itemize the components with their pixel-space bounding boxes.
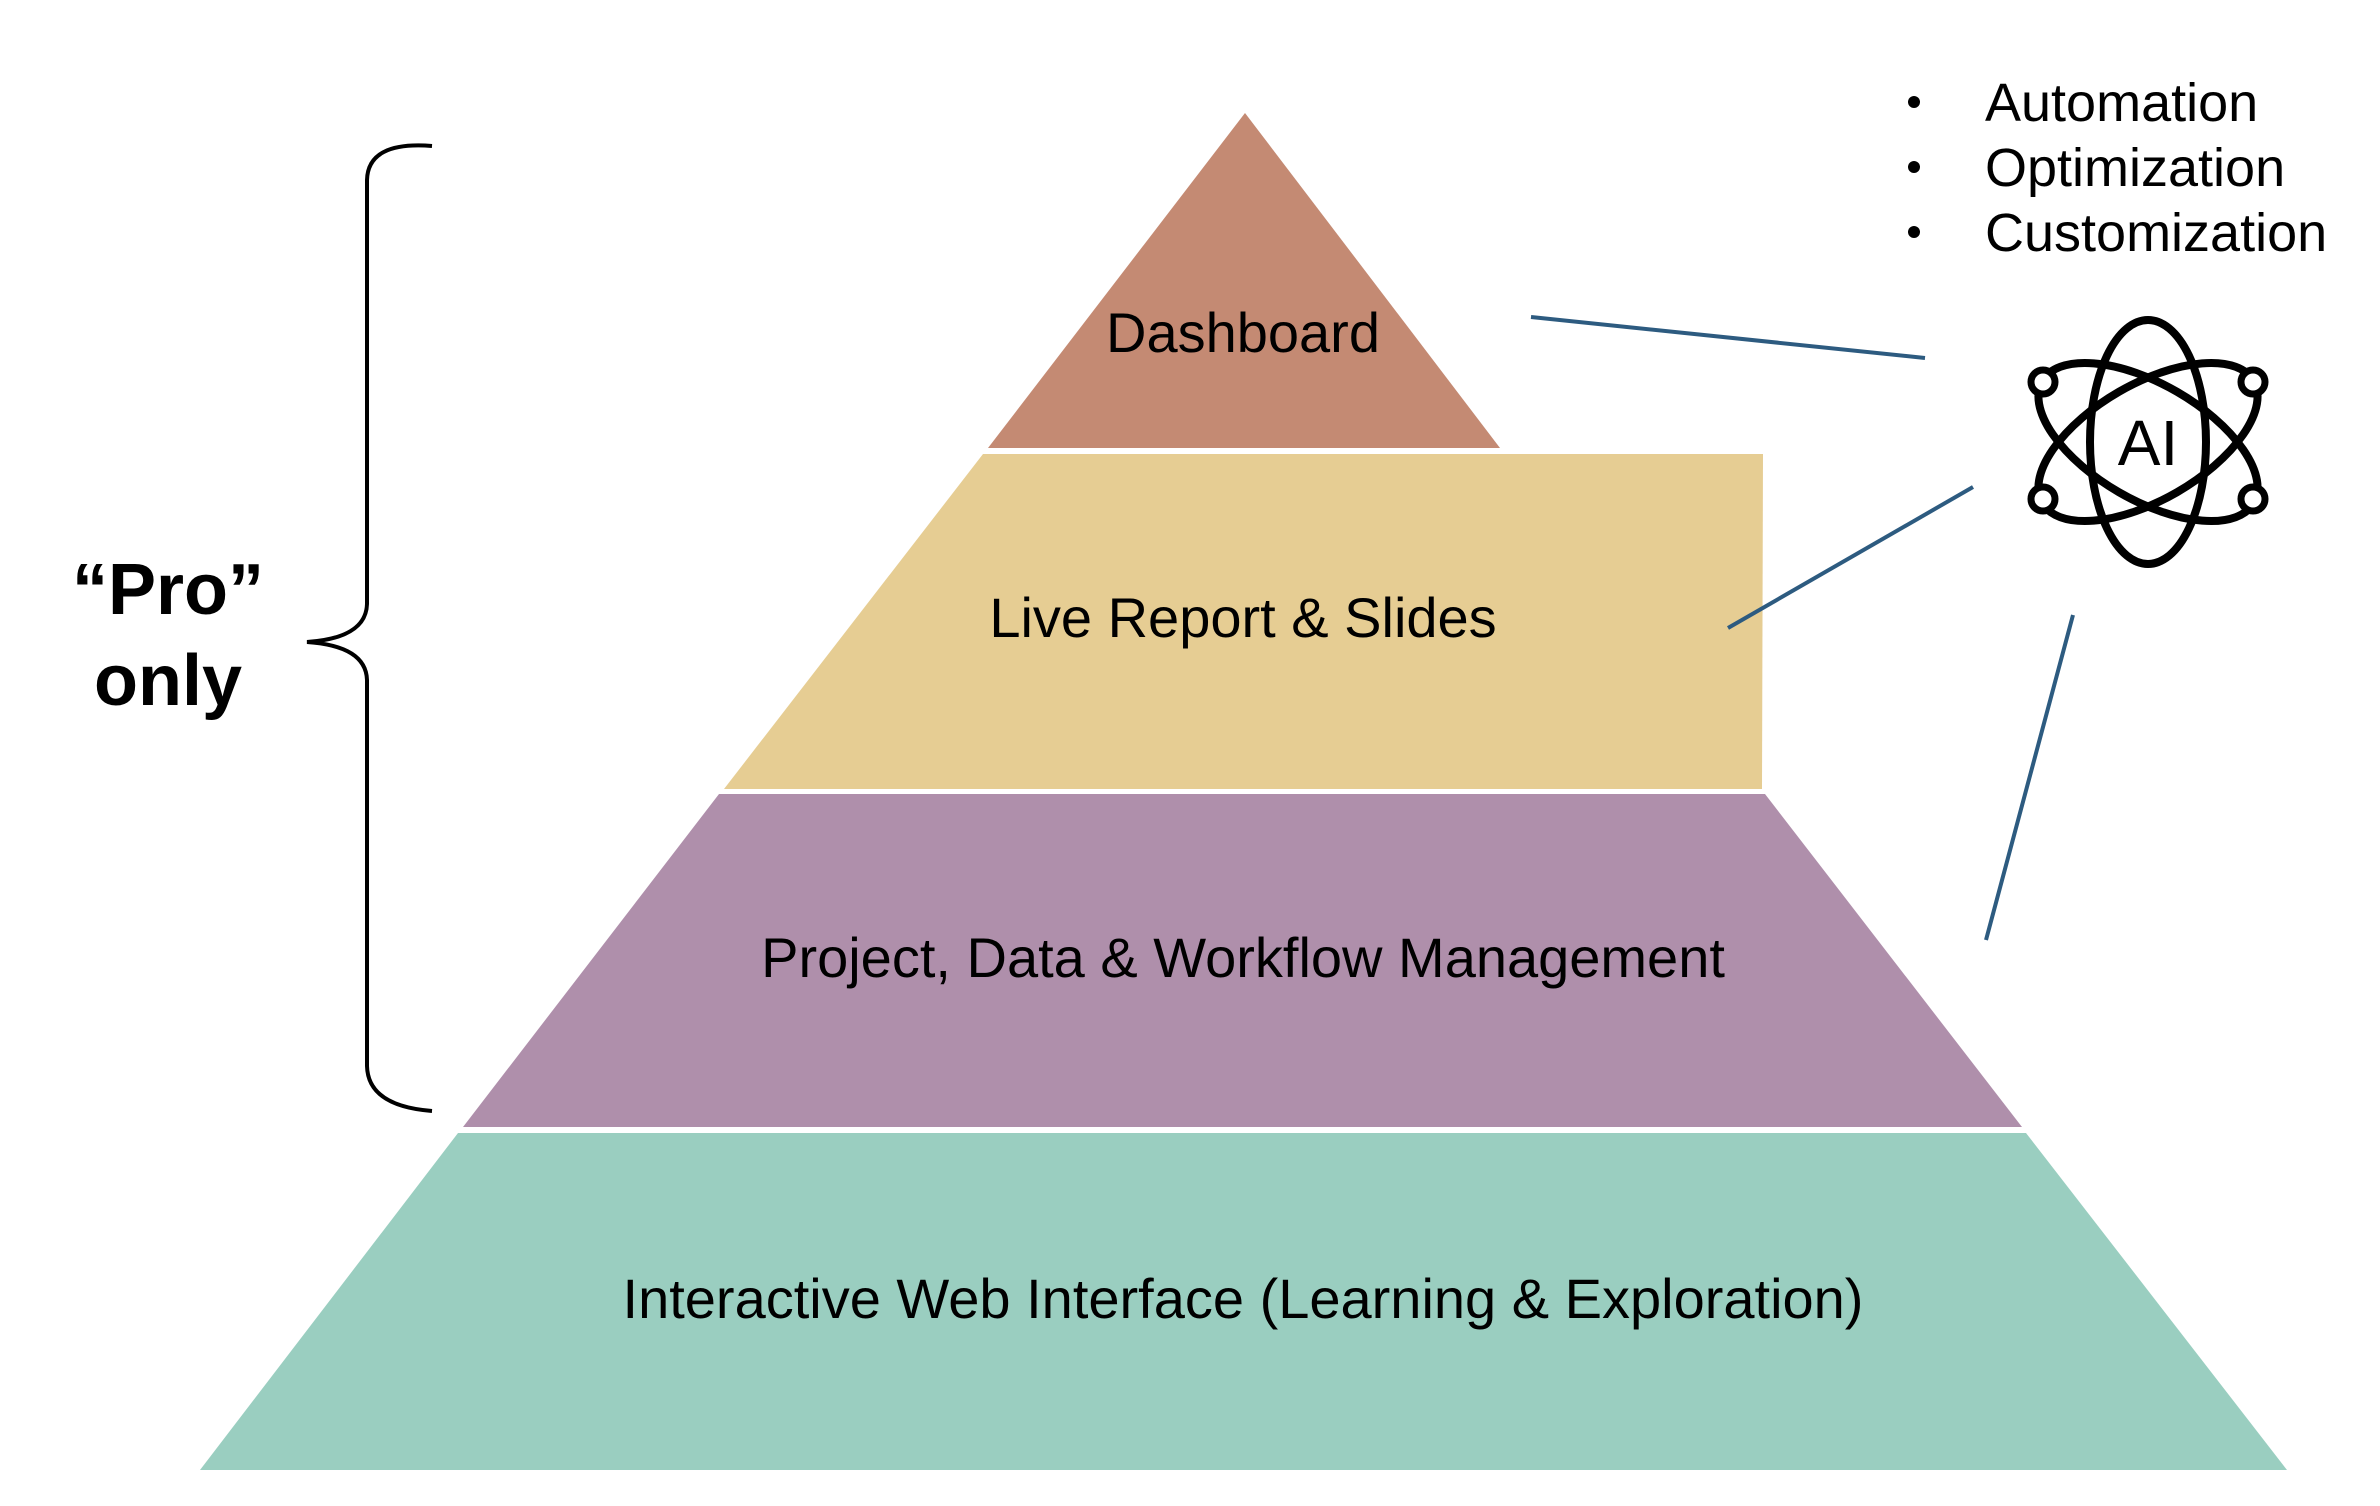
pyramid-layer-project-management [463,794,2022,1127]
pyramid: Dashboard Live Report & Slides Project, … [200,113,2287,1470]
pyramid-layer-dashboard [988,113,1500,448]
layer-label-dashboard: Dashboard [1106,301,1380,364]
bullet-dot [1908,161,1920,173]
pro-label-line2: only [94,641,242,721]
ai-icon-label: AI [2118,407,2178,479]
connector-dashboard [1530,315,1926,360]
bullet-optimization: Optimization [1985,138,2285,198]
bullet-automation: Automation [1985,73,2258,133]
pro-only-bracket: “Pro” only [72,143,433,1113]
ai-atom-icon: AI [2027,316,2269,568]
bullet-dot [1908,226,1920,238]
curly-brace-icon [306,143,433,1113]
connector-project-management [1984,614,2075,941]
layer-label-live-report: Live Report & Slides [989,586,1496,649]
ai-capabilities-list: Automation Optimization Customization [1908,73,2327,263]
ai-connectors [1530,315,2075,941]
bullet-dot [1908,96,1920,108]
pyramid-layer-live-report [724,454,1763,789]
layer-label-web-interface: Interactive Web Interface (Learning & Ex… [623,1267,1864,1330]
layer-label-project-management: Project, Data & Workflow Management [761,926,1725,989]
bullet-customization: Customization [1985,203,2327,263]
pro-label-line1: “Pro” [72,550,264,630]
connector-live-report [1727,485,1974,630]
pyramid-layer-web-interface [200,1133,2287,1470]
